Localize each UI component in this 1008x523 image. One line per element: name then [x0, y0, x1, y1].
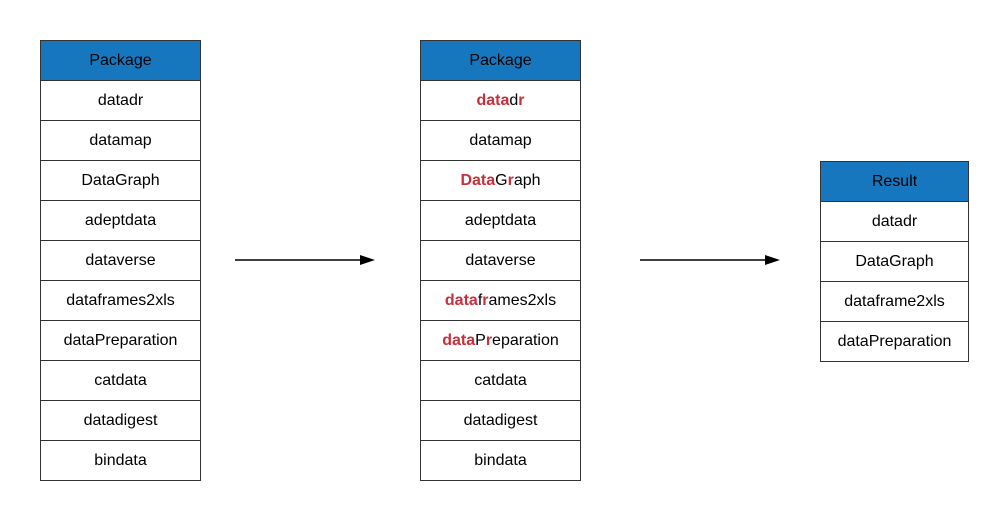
row-text: ames2xls — [488, 291, 557, 309]
row-text: bindata — [474, 451, 527, 469]
row-text: dataverse — [465, 251, 536, 269]
highlight-text: r — [518, 91, 525, 109]
table-row: datamap — [41, 121, 200, 161]
table-row: dataframes2xls — [41, 281, 200, 321]
row-text: datamap — [469, 131, 532, 149]
highlight-text: data — [476, 91, 510, 109]
table-row: datadr — [41, 81, 200, 121]
table-header: Package — [41, 41, 200, 81]
row-text: datadigest — [463, 411, 538, 429]
package-table-left: Package datadr datamap DataGraph adeptda… — [40, 40, 201, 481]
table-row: dataframe2xls — [821, 282, 968, 322]
row-text: d — [509, 91, 519, 109]
row-text: P — [475, 331, 486, 349]
row-text: catdata — [474, 371, 527, 389]
result-table: Result datadr DataGraph dataframe2xls da… — [820, 161, 969, 362]
table-row: datadigest — [41, 401, 200, 441]
table-row: bindata — [421, 441, 580, 481]
table-header: Result — [821, 162, 968, 202]
table-row: bindata — [41, 441, 200, 481]
table-row: dataPreparation — [41, 321, 200, 361]
table-row: DataGraph — [821, 242, 968, 282]
table-row: DataGraph — [41, 161, 200, 201]
table-row: catdata — [421, 361, 580, 401]
highlight-text: r — [507, 171, 514, 189]
table-row: dataverse — [41, 241, 200, 281]
row-text: G — [495, 171, 508, 189]
highlight-text: data — [444, 291, 478, 309]
row-text: f — [477, 291, 483, 309]
table-row: catdata — [41, 361, 200, 401]
highlight-text: r — [485, 331, 493, 349]
table-row: adeptdata — [41, 201, 200, 241]
table-row: dataverse — [421, 241, 580, 281]
table-row: datadigest — [421, 401, 580, 441]
table-header: Package — [421, 41, 580, 81]
row-text: adeptdata — [464, 211, 537, 229]
row-text: aph — [513, 171, 541, 189]
table-row: dataPreparation — [821, 322, 968, 362]
highlight-text: Data — [460, 171, 496, 189]
table-row: adeptdata — [421, 201, 580, 241]
table-row: datamap — [421, 121, 580, 161]
arrow-right-icon — [640, 255, 780, 265]
highlight-text: r — [482, 291, 489, 309]
table-row: datadr — [821, 202, 968, 242]
arrow-right-icon — [235, 255, 375, 265]
row-text: eparation — [492, 331, 559, 349]
highlight-text: data — [442, 331, 476, 349]
